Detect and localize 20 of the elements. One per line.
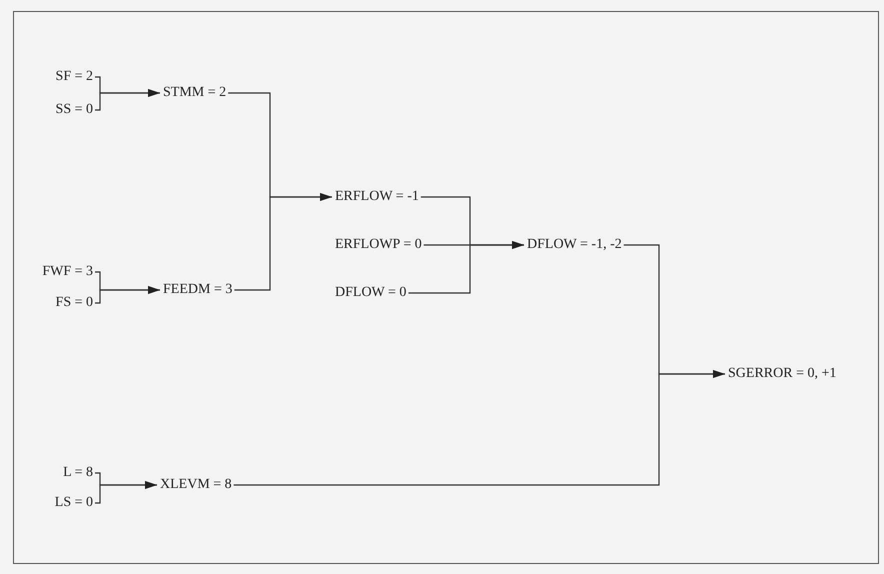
variable-value: FS = 0 [56, 295, 93, 311]
variable-value: ERFLOWP = 0 [335, 237, 422, 253]
variable-value: FWF = 3 [42, 264, 93, 280]
arrow [234, 193, 332, 291]
variable-value: SGERROR = 0, +1 [728, 366, 836, 382]
arrow [95, 286, 160, 304]
variable-value: DFLOW = 0 [335, 285, 406, 301]
variable-value: DFLOW = -1, -2 [527, 237, 622, 253]
arrow [95, 89, 160, 111]
variable-value: ERFLOW = -1 [335, 189, 419, 205]
variable-value: LS = 0 [54, 495, 93, 511]
variable-value: STMM = 2 [163, 85, 226, 101]
arrow [408, 241, 524, 294]
arrow [234, 370, 725, 486]
variable-value: SF = 2 [56, 69, 93, 85]
variable-value: FEEDM = 3 [163, 282, 232, 298]
variable-value: L = 8 [63, 465, 93, 481]
variable-value: SS = 0 [56, 102, 93, 118]
arrow [95, 481, 157, 504]
variable-value: XLEVM = 8 [160, 477, 232, 493]
